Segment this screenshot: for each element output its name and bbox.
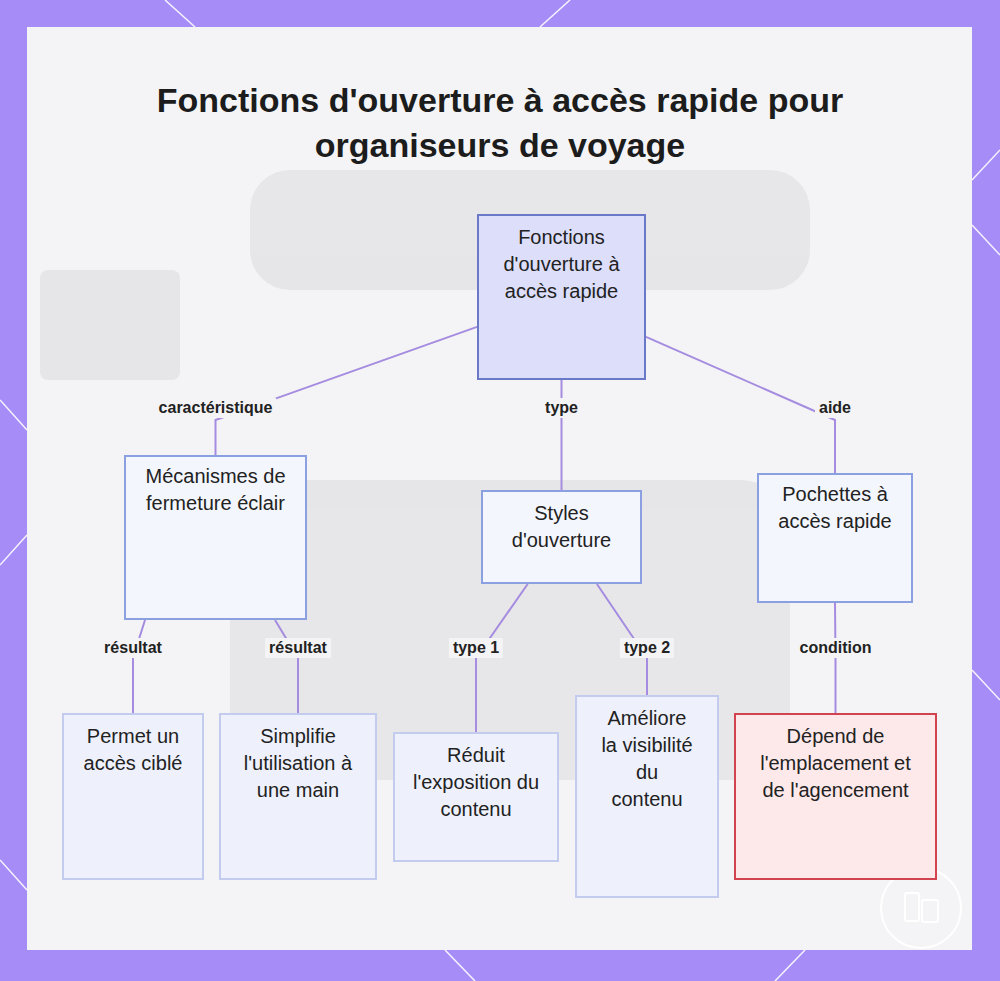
condition-box: Dépend de l'emplacement et de l'agenceme… — [734, 713, 937, 880]
connector-line — [834, 603, 837, 713]
node-text: Réduit l'exposition du contenu — [409, 742, 543, 823]
edge-label: aide — [815, 398, 855, 418]
result-box: Améliore la visibilité du contenu — [575, 695, 719, 898]
node-text: Améliore la visibilité du contenu — [599, 705, 695, 813]
connector-line — [646, 337, 835, 473]
result-box: Réduit l'exposition du contenu — [393, 732, 559, 862]
node-text: Styles d'ouverture — [497, 500, 626, 554]
edge-label: caractéristique — [155, 398, 277, 418]
node-text: Simplifie l'utilisation à une main — [235, 723, 361, 804]
connector-line — [476, 584, 528, 732]
node-text: Dépend de l'emplacement et de l'agenceme… — [752, 723, 919, 804]
edge-label: type 2 — [620, 638, 674, 658]
category-box: Styles d'ouverture — [481, 490, 642, 584]
category-box: Pochettes à accès rapide — [757, 473, 913, 603]
edge-label: résultat — [100, 638, 166, 658]
connector-line — [216, 327, 478, 455]
edge-label: résultat — [265, 638, 331, 658]
category-box: Mécanismes de fermeture éclair — [124, 455, 307, 620]
edge-label: type 1 — [449, 638, 503, 658]
connector-line — [133, 620, 145, 713]
connector-line — [275, 620, 298, 713]
connector-line — [561, 380, 563, 490]
result-box: Permet un accès ciblé — [62, 713, 204, 880]
edge-label: condition — [796, 638, 876, 658]
node-text: Mécanismes de fermeture éclair — [144, 463, 287, 517]
node-text: Permet un accès ciblé — [78, 723, 188, 777]
result-box: Simplifie l'utilisation à une main — [219, 713, 377, 880]
node-text: Fonctions d'ouverture à accès rapide — [495, 224, 628, 305]
root-box: Fonctions d'ouverture à accès rapide — [477, 214, 646, 380]
edge-label: type — [541, 398, 582, 418]
node-text: Pochettes à accès rapide — [777, 481, 893, 535]
diagram-title: Fonctions d'ouverture à accès rapide pou… — [150, 78, 850, 168]
